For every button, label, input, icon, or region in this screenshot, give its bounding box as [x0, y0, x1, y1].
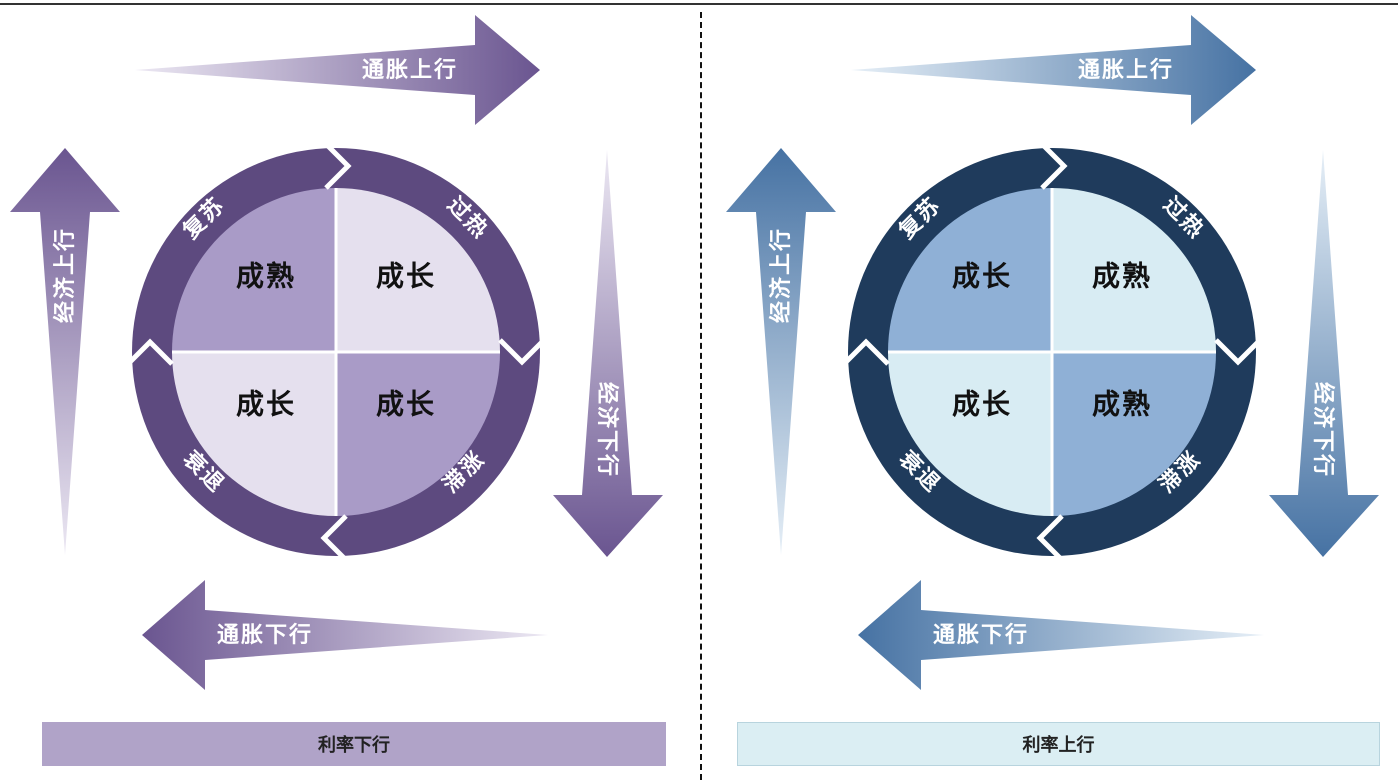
quadrant-bottom-right	[336, 352, 500, 516]
quadrant-label-top-right: 成熟	[1092, 260, 1152, 293]
quadrant-top-left	[888, 188, 1052, 352]
left-cycle-diagram: 通胀上行通胀下行经济上行经济下行复苏过热滞涨衰退成熟成长成长成长	[10, 15, 663, 690]
quadrant-top-right	[336, 188, 500, 352]
quadrant-bottom-right	[1052, 352, 1216, 516]
chevron-down-icon	[498, 338, 546, 366]
inflation-up-label: 通胀上行	[362, 57, 458, 83]
quadrant-label-top-left: 成熟	[236, 260, 296, 293]
inflation-down-arrow	[142, 580, 548, 690]
chevron-left-icon	[1036, 514, 1064, 562]
quadrant-label-bottom-left: 成长	[236, 388, 296, 421]
chevron-right-icon	[1040, 142, 1068, 190]
chevron-right-icon	[324, 142, 352, 190]
quadrant-label-top-right: 成长	[376, 260, 436, 293]
chevron-up-icon	[126, 338, 174, 366]
economy-up-arrow	[10, 148, 120, 555]
chevron-left-icon	[320, 514, 348, 562]
footer-bar-right: 利率上行	[737, 722, 1380, 766]
inflation-up-arrow	[135, 15, 540, 125]
economy-down-arrow	[1269, 150, 1379, 557]
panel-divider	[700, 12, 702, 780]
economy-up-arrow	[726, 148, 836, 555]
chevron-up-icon	[842, 338, 890, 366]
top-border	[0, 3, 1398, 5]
economy-up-label: 经济上行	[768, 227, 794, 323]
economy-up-label: 经济上行	[52, 227, 78, 323]
quadrant-label-bottom-right: 成熟	[1092, 388, 1152, 421]
quadrant-bottom-left	[888, 352, 1052, 516]
economy-down-label: 经济下行	[594, 382, 620, 478]
quadrant-label-bottom-right: 成长	[376, 388, 436, 421]
footer-bar-left: 利率下行	[42, 722, 666, 766]
quadrant-label-top-left: 成长	[952, 260, 1012, 293]
inflation-up-label: 通胀上行	[1078, 57, 1174, 83]
quadrant-bottom-left	[172, 352, 336, 516]
quadrant-top-right	[1052, 188, 1216, 352]
quadrant-label-bottom-left: 成长	[952, 388, 1012, 421]
inflation-down-arrow	[858, 580, 1264, 690]
economy-down-label: 经济下行	[1310, 382, 1336, 478]
inflation-down-label: 通胀下行	[933, 622, 1029, 648]
inflation-up-arrow	[851, 15, 1256, 125]
inflation-down-label: 通胀下行	[217, 622, 313, 648]
economy-down-arrow	[553, 150, 663, 557]
chevron-down-icon	[1214, 338, 1262, 366]
quadrant-top-left	[172, 188, 336, 352]
